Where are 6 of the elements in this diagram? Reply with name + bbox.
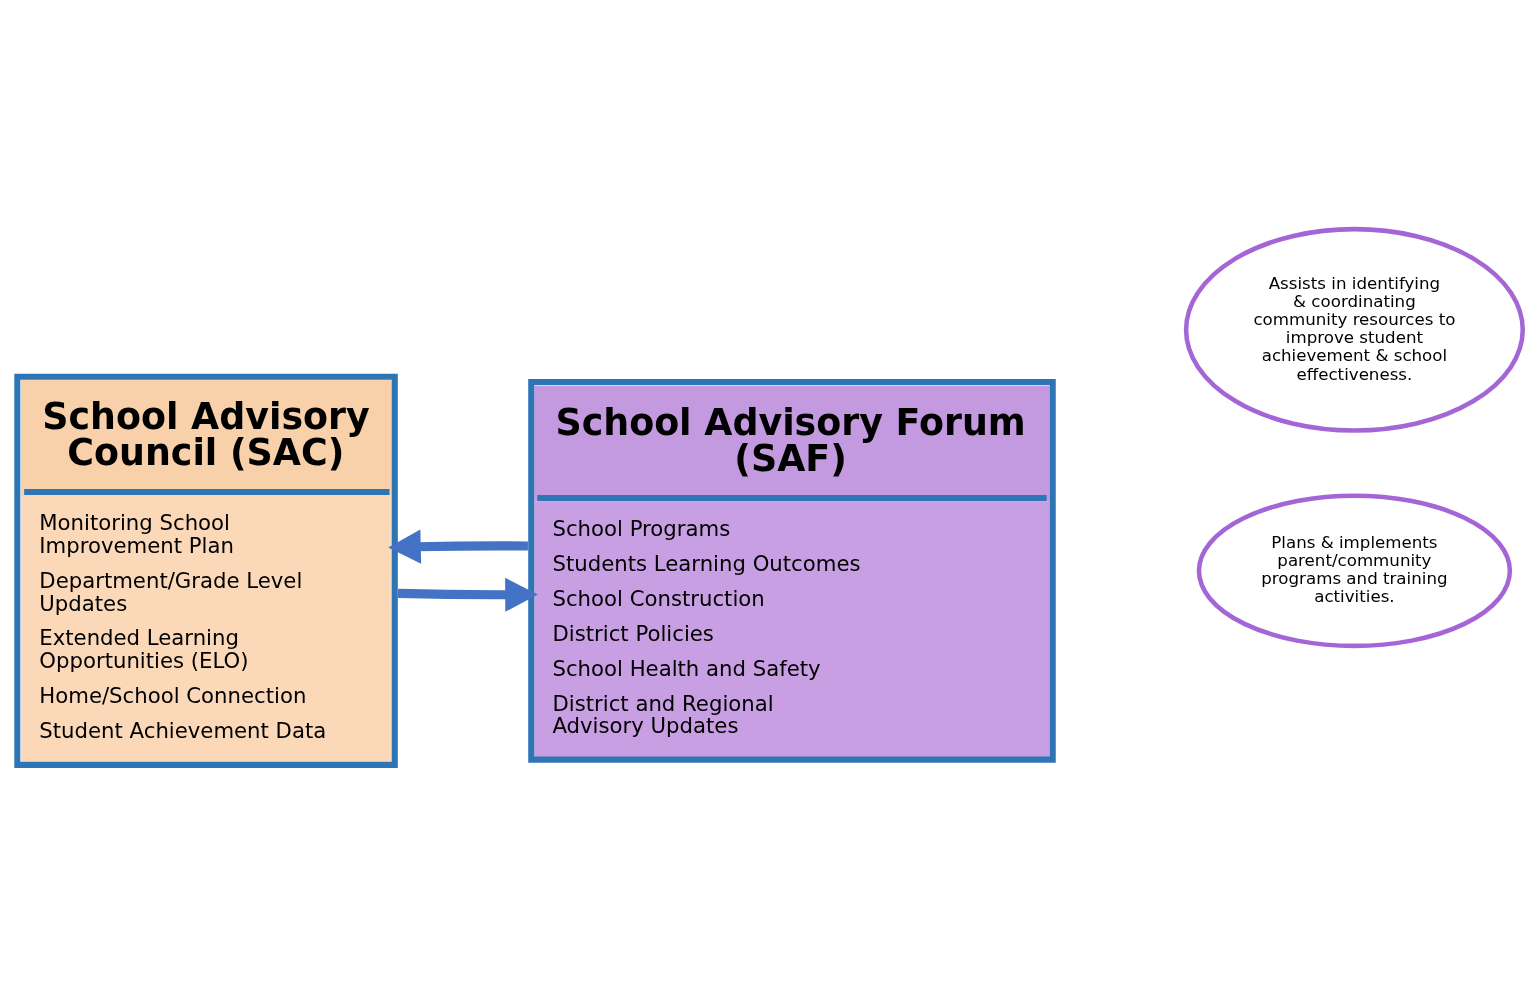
node-ellipse: Assists in identifying & coordinating community resources to improve student achievement & school effectiveness. [1183, 226, 1525, 433]
arrow [397, 577, 538, 612]
arrow [388, 529, 528, 564]
node-box: School Advisory Council (SAC) Monitoring School Improvement Plan Department/Grade Level Updates Extended Learning Opportunities (ELO) Home/School Connection Student Achievement Data [14, 373, 398, 768]
node-ellipse: Plans & implements parent/community programs and training activities. [1196, 493, 1513, 649]
node-box: School Advisory Forum (SAF) School Programs Students Learning Outcomes School Construction District Policies School Health and Safety District and Regional Advisory Updates [528, 379, 1056, 763]
